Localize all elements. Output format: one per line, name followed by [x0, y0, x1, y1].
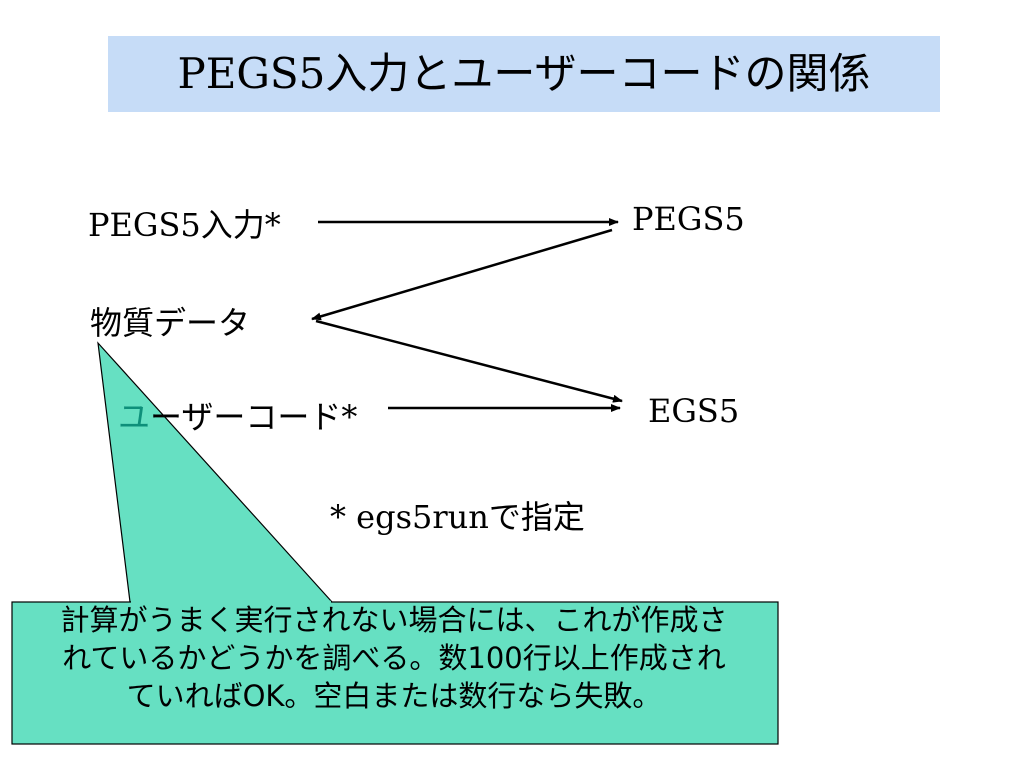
callout-box	[11, 601, 779, 745]
node-egs5: EGS5	[648, 392, 740, 430]
slide-title: PEGS5入力とユーザーコードの関係	[177, 49, 871, 98]
node-material-data: 物質データ	[90, 304, 251, 342]
node-pegs5-input: PEGS5入力*	[88, 206, 281, 244]
footnote: * egs5runで指定	[330, 498, 585, 536]
node-user-code: ユーザーコード*	[118, 392, 357, 438]
arrow-pegs5-to-material	[311, 228, 613, 321]
title-banner: PEGS5入力とユーザーコードの関係	[108, 36, 940, 112]
callout-line-1: 計算がうまく実行されない場合には、これが作成さ	[60, 603, 728, 637]
callout-text: 計算がうまく実行されない場合には、これが作成さ れているかどうかを調べる。数10…	[12, 601, 776, 715]
node-user-code-first-char: ユ	[118, 398, 151, 436]
arrow-material-to-egs5	[315, 319, 623, 403]
callout-line-3: ていればOK。空白または数行なら失敗。	[126, 679, 662, 713]
node-pegs5: PEGS5	[632, 200, 745, 238]
callout-line-2: れているかどうかを調べる。数100行以上作成され	[62, 641, 726, 675]
node-user-code-rest: ーザーコード*	[150, 398, 358, 436]
callout-pointer	[97, 341, 334, 603]
